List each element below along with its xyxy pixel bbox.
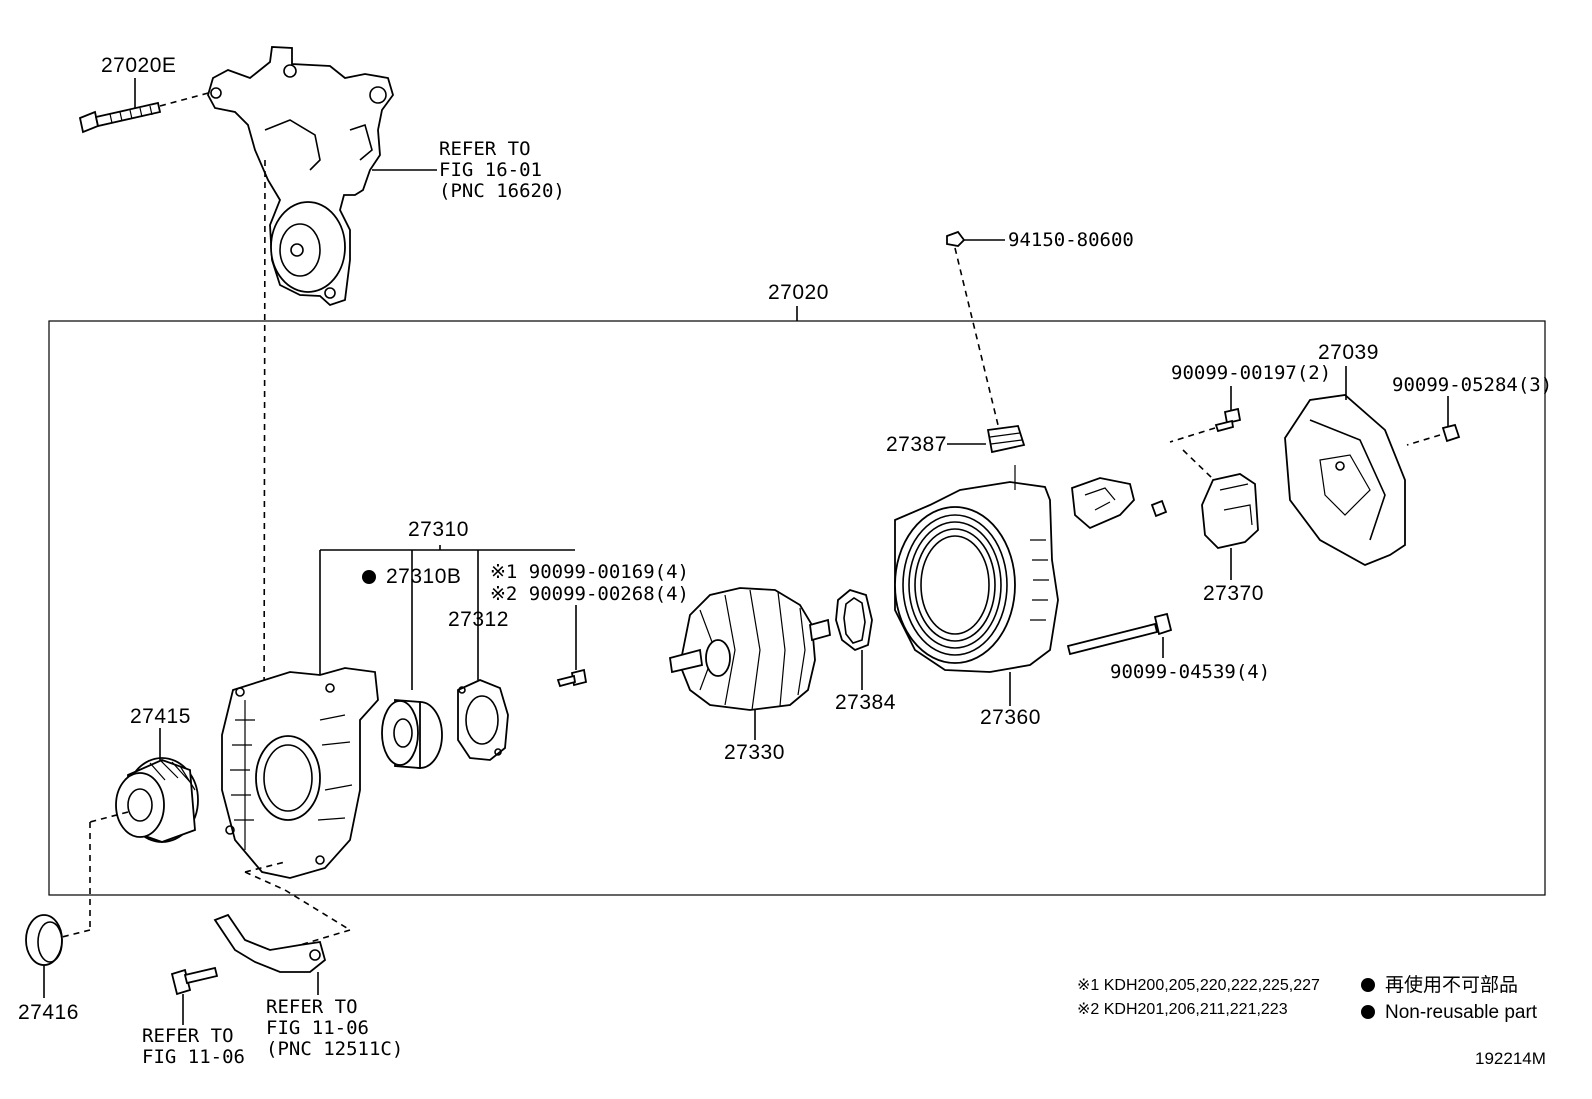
refer-fig11-a-line2: FIG 11-06 (142, 1046, 245, 1068)
legend-en: Non-reusable part (1361, 1000, 1537, 1026)
nut-90099-05284 (1441, 423, 1461, 443)
label-27387: 27387 (886, 433, 947, 456)
refer-fig11-b-line3: (PNC 12511C) (266, 1038, 404, 1060)
screw-90099-00197 (1214, 407, 1242, 433)
nut-94150-80600 (946, 230, 966, 247)
note-1: ※1 KDH200,205,220,222,225,227 (1077, 977, 1320, 994)
label-27330: 27330 (724, 741, 785, 764)
drive-end-frame-27310 (221, 667, 379, 879)
label-90099-00268: ※2 90099-00268(4) (490, 583, 689, 605)
lower-bracket (213, 913, 327, 973)
legend-jp-text: 再使用不可部品 (1385, 975, 1519, 996)
pulley-27415 (115, 757, 199, 843)
label-27310B: 27310B (362, 566, 461, 587)
refer-fig16-line1: REFER TO (439, 138, 531, 160)
figure-id: 192214M (1475, 1049, 1546, 1068)
bolt-27020E (78, 101, 162, 134)
insulator-27387 (986, 425, 1026, 454)
label-90099-00197: 90099-00197(2) (1171, 362, 1332, 384)
label-27360: 27360 (980, 706, 1041, 729)
label-27310: 27310 (408, 518, 469, 541)
regulator-27370 (1201, 473, 1259, 549)
rear-housing-27360 (894, 465, 1059, 673)
ring-27384 (835, 588, 873, 652)
label-90099-05284: 90099-05284(3) (1392, 374, 1553, 396)
refer-fig11-a-line1: REFER TO (142, 1025, 234, 1047)
legend-dot-en (1361, 1005, 1375, 1019)
label-27020: 27020 (768, 281, 829, 304)
label-27310B-text: 27310B (386, 565, 462, 588)
screw-small (1150, 499, 1168, 518)
end-cover-27039 (1284, 394, 1406, 566)
label-94150-80600: 94150-80600 (1008, 229, 1134, 251)
note-2: ※2 KDH201,206,211,221,223 (1077, 1001, 1288, 1018)
screw-90099-00169 (556, 668, 588, 688)
brush-holder-part (1071, 477, 1135, 530)
lower-bolt (170, 966, 219, 996)
label-27416: 27416 (18, 1001, 79, 1024)
refer-fig11-b-line2: FIG 11-06 (266, 1017, 369, 1039)
bearing-27310B (381, 699, 443, 769)
legend-jp: 再使用不可部品 (1361, 973, 1518, 999)
label-27039: 27039 (1318, 341, 1379, 364)
retainer-27312 (457, 679, 509, 761)
through-bolt-90099-04539 (1066, 612, 1173, 656)
label-27020E: 27020E (101, 54, 177, 77)
label-90099-04539: 90099-04539(4) (1110, 661, 1271, 683)
alternator-bracket-part (207, 46, 394, 307)
label-27384: 27384 (835, 691, 896, 714)
refer-fig11-b-line1: REFER TO (266, 996, 358, 1018)
legend-en-text: Non-reusable part (1385, 1002, 1538, 1023)
legend-dot-jp (1361, 978, 1375, 992)
non-reusable-dot (362, 570, 376, 584)
label-27415: 27415 (130, 705, 191, 728)
refer-fig16-line3: (PNC 16620) (439, 180, 565, 202)
label-27312: 27312 (448, 608, 509, 631)
refer-fig16-line2: FIG 16-01 (439, 159, 542, 181)
rotor-27330 (668, 587, 831, 711)
label-27370: 27370 (1203, 582, 1264, 605)
label-90099-00169: ※1 90099-00169(4) (490, 561, 689, 583)
cap-27416 (25, 914, 63, 966)
